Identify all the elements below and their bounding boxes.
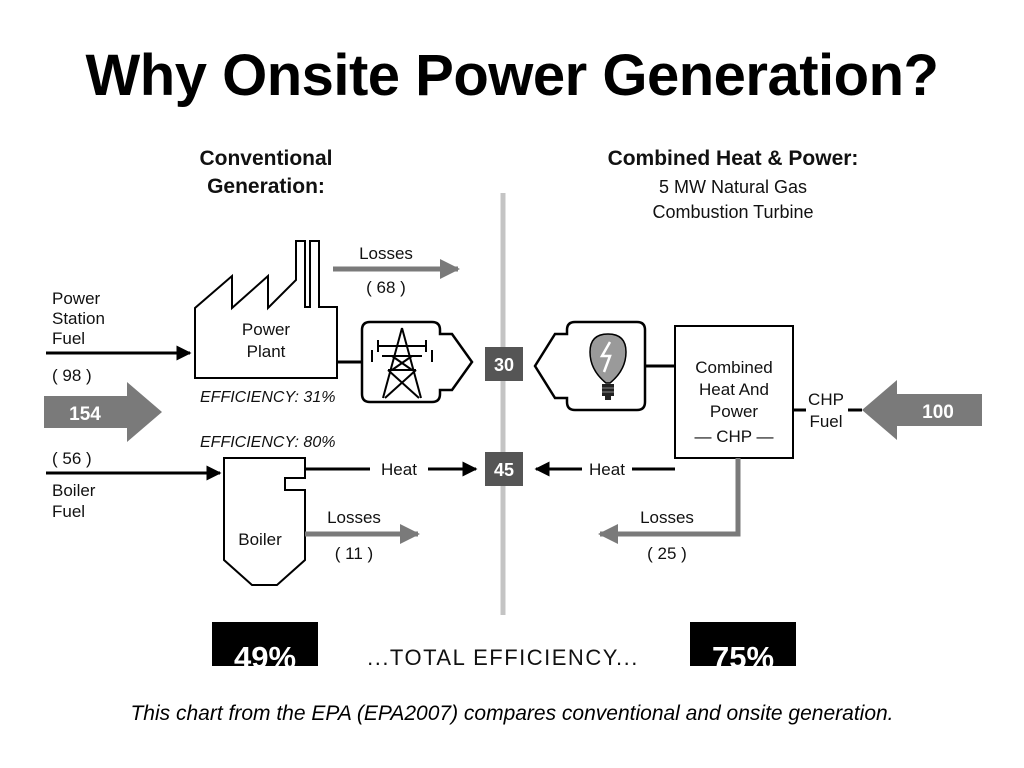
conventional-total-box xyxy=(212,622,318,666)
chp-box-line1: Combined xyxy=(695,358,773,377)
plant-efficiency: EFFICIENCY: 31% xyxy=(200,389,335,406)
heat-output-value: 45 xyxy=(494,460,514,480)
conventional-input-arrow xyxy=(44,382,162,442)
power-fuel-label-line1: Power xyxy=(52,289,101,308)
chp-subheading-line2: Combustion Turbine xyxy=(652,202,813,222)
conventional-heading-line1: Conventional xyxy=(199,147,332,170)
chp-electricity-arrow xyxy=(533,320,647,412)
chp-unit-box xyxy=(674,325,794,459)
chp-losses-arrow xyxy=(598,458,741,544)
boiler-icon xyxy=(223,457,306,586)
chp-heat-label: Heat xyxy=(589,460,625,479)
conventional-input-value: 154 xyxy=(69,404,101,425)
boiler-losses-label: Losses xyxy=(327,508,381,527)
electricity-output-value: 30 xyxy=(494,355,514,375)
chp-input-arrow xyxy=(862,380,982,440)
power-plant-label-line2: Plant xyxy=(247,342,286,361)
chp-total-box xyxy=(690,622,796,666)
chp-losses-label: Losses xyxy=(640,508,694,527)
chp-box-line4: — CHP — xyxy=(694,427,773,446)
plant-losses-value: ( 68 ) xyxy=(366,278,406,297)
transmission-tower-icon xyxy=(371,327,433,399)
chp-box-line3: Power xyxy=(710,402,759,421)
boiler-fuel-label-line2: Fuel xyxy=(52,502,85,521)
boiler-fuel-value: ( 56 ) xyxy=(52,449,92,468)
conventional-total-efficiency: 49% xyxy=(234,640,296,675)
boiler-label: Boiler xyxy=(238,530,282,549)
slide-title: Why Onsite Power Generation? xyxy=(85,43,939,108)
conventional-heading-line2: Generation: xyxy=(207,175,325,198)
electricity-output-box xyxy=(485,347,523,381)
power-fuel-label-line2: Station xyxy=(52,309,105,328)
boiler-fuel-label-line1: Boiler xyxy=(52,481,96,500)
chp-total-efficiency: 75% xyxy=(712,640,774,675)
slide-caption: This chart from the EPA (EPA2007) compar… xyxy=(130,702,894,725)
heat-output-box xyxy=(485,452,523,486)
chp-fuel-label-line2: Fuel xyxy=(809,412,842,431)
chp-heading: Combined Heat & Power: xyxy=(608,147,859,170)
chp-fuel-label-line1: CHP xyxy=(808,390,844,409)
power-plant-icon xyxy=(194,240,338,379)
power-plant-label-line1: Power xyxy=(242,320,291,339)
conventional-heat-label: Heat xyxy=(381,460,417,479)
power-fuel-value: ( 98 ) xyxy=(52,366,92,385)
boiler-efficiency: EFFICIENCY: 80% xyxy=(200,434,335,451)
chp-input-value: 100 xyxy=(922,402,954,423)
plant-losses-label: Losses xyxy=(359,244,413,263)
lightbulb-icon xyxy=(589,333,627,400)
chp-subheading-line1: 5 MW Natural Gas xyxy=(659,177,807,197)
power-fuel-label-line3: Fuel xyxy=(52,329,85,348)
electricity-output-arrow xyxy=(360,320,474,404)
total-efficiency-label: ...TOTAL EFFICIENCY... xyxy=(367,645,639,670)
chp-losses-value: ( 25 ) xyxy=(647,544,687,563)
chp-box-line2: Heat And xyxy=(699,380,769,399)
boiler-losses-value: ( 11 ) xyxy=(335,544,373,563)
